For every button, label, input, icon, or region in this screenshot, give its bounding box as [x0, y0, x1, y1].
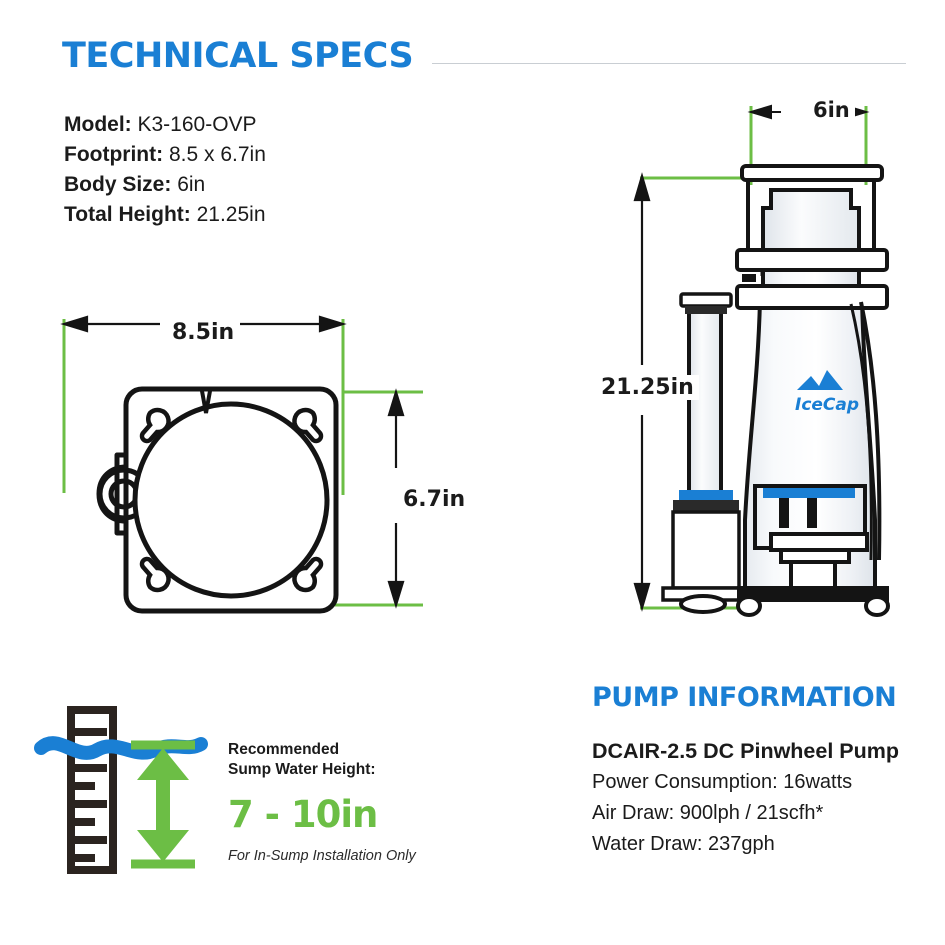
icecap-logo-text: IceCap [795, 395, 859, 415]
pump-information-list: DCAIR-2.5 DC Pinwheel Pump Power Consump… [592, 735, 942, 860]
drain-elbow [747, 268, 764, 276]
total-height-label: 21.25in [596, 375, 699, 400]
spec-value: K3-160-OVP [137, 113, 257, 136]
spec-row-body-size: Body Size: 6in [64, 170, 424, 200]
sump-heading-line1: Recommended [228, 741, 340, 758]
footprint-height-label: 6.7in [398, 487, 471, 512]
footprint-width-label: 8.5in [167, 320, 240, 345]
total-height-dimension [633, 172, 651, 612]
air-tube-blue-band [679, 490, 733, 500]
body-width-label: 6in [808, 98, 855, 122]
pump-plate [769, 532, 869, 552]
pump-row-power: Power Consumption: 16watts [592, 767, 942, 798]
pump-body [789, 560, 837, 590]
technical-specs-title: TECHNICAL SPECS [62, 36, 414, 76]
silencer-chamber [671, 510, 741, 590]
air-tube-gasket [673, 500, 739, 512]
spec-label: Model: [64, 113, 132, 136]
drain-fitting [742, 274, 756, 282]
pump-model: DCAIR-2.5 DC Pinwheel Pump [592, 739, 900, 763]
collection-cup-lid [740, 164, 884, 182]
sump-heading-line2: Sump Water Height: [228, 761, 376, 778]
air-intake-tube [687, 304, 723, 496]
spec-list: Model: K3-160-OVP Footprint: 8.5 x 6.7in… [64, 110, 424, 230]
air-tube-cap [679, 292, 733, 308]
silencer-foot [679, 594, 727, 614]
base-plate [737, 586, 889, 602]
spec-row-footprint: Footprint: 8.5 x 6.7in [64, 140, 424, 170]
pump-value: 16watts [783, 771, 853, 793]
top-notch [200, 390, 212, 414]
pump-label: Water Draw: [592, 833, 703, 855]
pump-row-air-draw: Air Draw: 900lph / 21scfh* [592, 798, 942, 829]
sump-water-height-icon [34, 706, 208, 874]
pump-value: 237gph [707, 833, 775, 855]
spec-value: 6in [177, 173, 206, 196]
body-bore-circle [132, 401, 330, 599]
sump-range-value: 7 - 10in [228, 793, 378, 836]
height-dimension-line [387, 388, 405, 609]
footprint-extension-lines [62, 319, 423, 607]
air-line-tubing-inner [849, 303, 873, 561]
water-depth-arrow [137, 748, 189, 862]
pump-internals [779, 498, 817, 528]
pump-label: Power Consumption: [592, 771, 778, 793]
air-tube-collar [685, 306, 727, 314]
cup-flange [735, 248, 889, 272]
width-dimension-line [60, 315, 347, 333]
pump-row-water-draw: Water Draw: 237gph [592, 829, 942, 860]
air-line-tubing [859, 301, 882, 561]
footprint-top-view-drawing [60, 315, 423, 614]
icecap-logo: IceCap [795, 370, 859, 415]
pump-label: Air Draw: [592, 802, 675, 824]
pump-value: 900lph / 21scfh* [679, 802, 824, 824]
spec-row-total-height: Total Height: 21.25in [64, 200, 424, 230]
pump-blue-band [763, 488, 855, 498]
cup-neck [761, 188, 861, 258]
sump-installation-note: For In-Sump Installation Only [228, 848, 416, 864]
spec-value: 21.25in [196, 203, 266, 226]
sump-water-height-text: Recommended Sump Water Height: 7 - 10in … [228, 740, 518, 866]
mid-flange [735, 284, 889, 310]
keyhole-slots [139, 407, 324, 593]
spec-label: Body Size: [64, 173, 172, 196]
pump-information-title: PUMP INFORMATION [592, 682, 897, 713]
spec-value: 8.5 x 6.7in [168, 143, 266, 166]
base-feet [736, 595, 890, 617]
skimmer-elevation-drawing: IceCap [633, 104, 890, 617]
spec-label: Total Height: [64, 203, 191, 226]
spec-label: Footprint: [64, 143, 164, 166]
title-divider [432, 63, 906, 64]
icecap-mountain-icon [797, 370, 843, 390]
spec-row-model: Model: K3-160-OVP [64, 110, 424, 140]
ruler-ticks [75, 728, 107, 862]
measure-caps [131, 740, 195, 869]
